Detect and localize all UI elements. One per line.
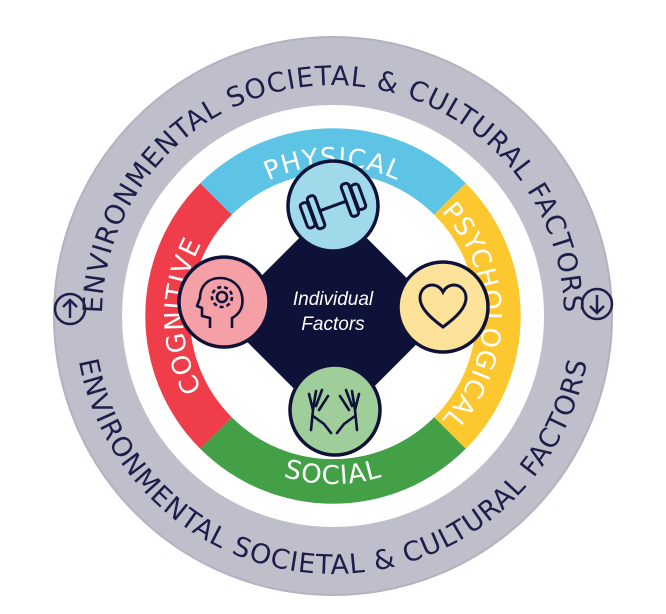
segment-social [200, 417, 466, 504]
dumbbell-icon [298, 181, 368, 231]
psychological-icon-badge [396, 260, 490, 354]
arrow-up-icon [53, 292, 87, 326]
cognitive-icon-badge [177, 255, 271, 349]
center-label-line1: Individual [293, 289, 374, 310]
hands-icon [307, 388, 361, 435]
heart-icon [418, 283, 468, 329]
outer-ring-edge [53, 36, 613, 596]
social-icon-badge [288, 363, 382, 457]
physical-icon-badge [286, 159, 380, 253]
center-diamond [232, 215, 434, 417]
head-gear-icon [195, 276, 244, 328]
arrow-down-icon [580, 287, 614, 321]
center-label-line2: Factors [301, 314, 365, 335]
outer-ring [54, 37, 612, 595]
